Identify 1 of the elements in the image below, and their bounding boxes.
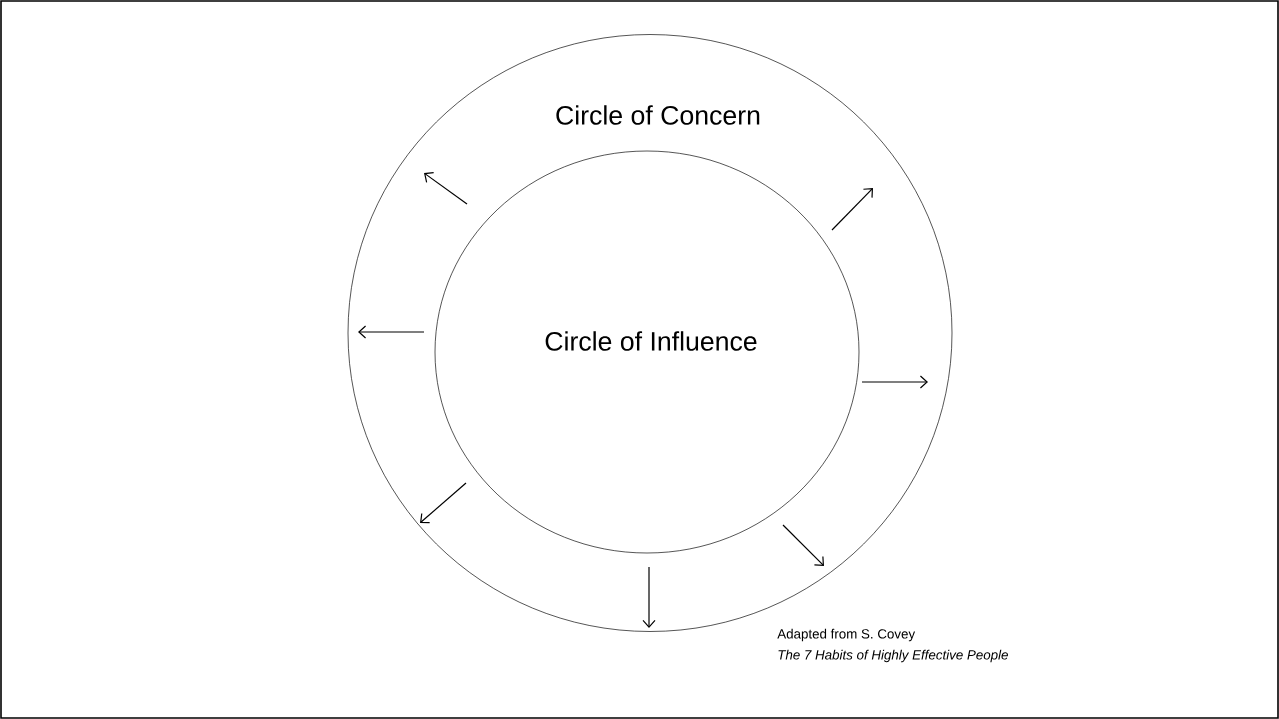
caption-line: The 7 Habits of Highly Effective People bbox=[778, 649, 1008, 663]
